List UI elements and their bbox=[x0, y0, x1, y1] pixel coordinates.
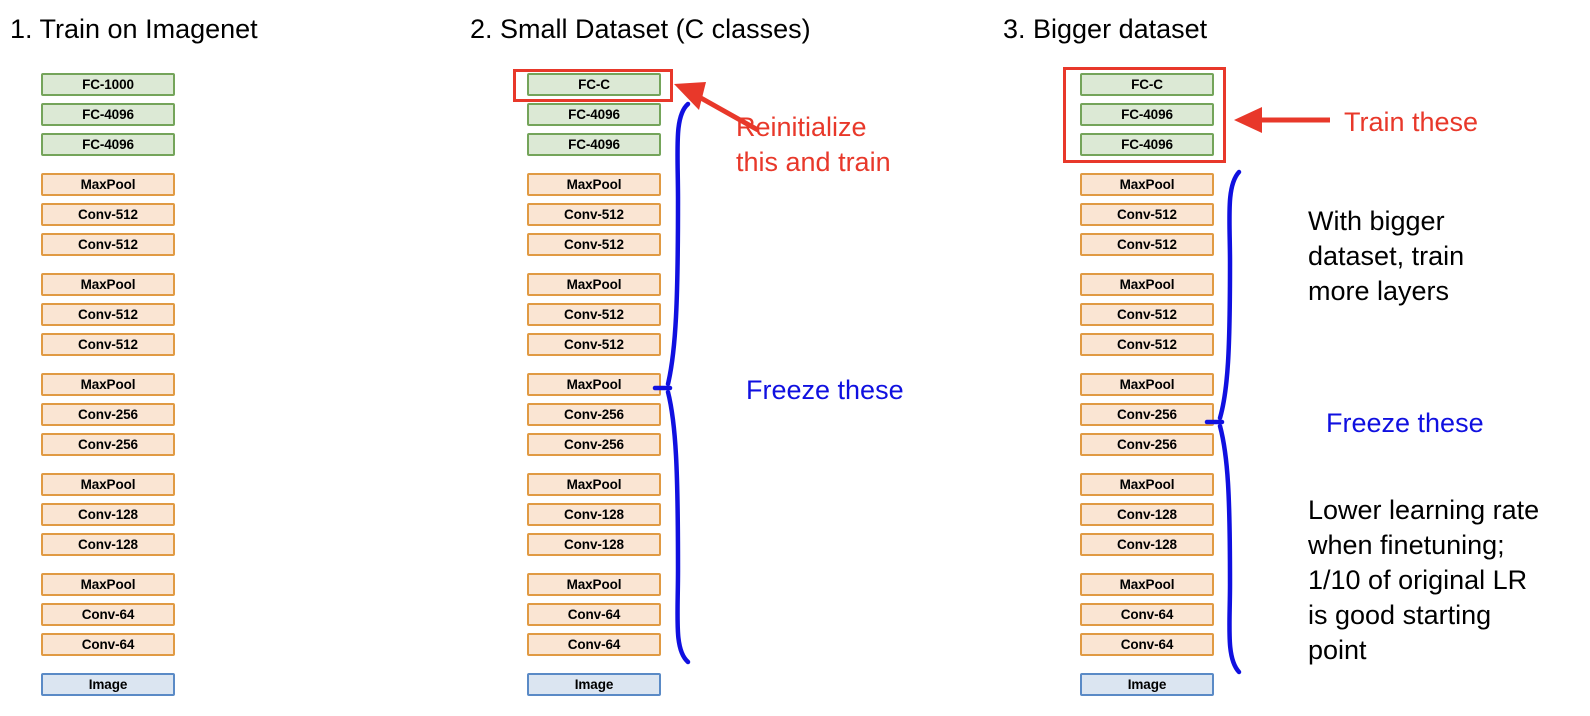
layer-block-image: Image bbox=[1080, 673, 1214, 696]
layer-block-maxpool: MaxPool bbox=[1080, 573, 1214, 596]
layer-block-fc-c: FC-C bbox=[527, 73, 661, 96]
layer-block-maxpool: MaxPool bbox=[527, 273, 661, 296]
layer-block-conv-256: Conv-256 bbox=[1080, 403, 1214, 426]
layer-block-maxpool: MaxPool bbox=[1080, 173, 1214, 196]
layer-block-maxpool: MaxPool bbox=[1080, 373, 1214, 396]
layer-block-conv-128: Conv-128 bbox=[1080, 503, 1214, 526]
layer-block-fc-4096: FC-4096 bbox=[41, 103, 175, 126]
annotation-lower-learning-rate: Lower learning rate when finetuning; 1/1… bbox=[1308, 495, 1540, 666]
layer-block-conv-512: Conv-512 bbox=[1080, 233, 1214, 256]
layer-block-conv-128: Conv-128 bbox=[1080, 533, 1214, 556]
layer-block-conv-512: Conv-512 bbox=[527, 203, 661, 226]
layer-block-maxpool: MaxPool bbox=[41, 273, 175, 296]
layer-block-maxpool: MaxPool bbox=[527, 473, 661, 496]
layer-block-fc-4096: FC-4096 bbox=[41, 133, 175, 156]
layer-block-maxpool: MaxPool bbox=[527, 573, 661, 596]
column-title-bigger-dataset: 3. Bigger dataset bbox=[1003, 14, 1208, 44]
layer-block-conv-64: Conv-64 bbox=[527, 633, 661, 656]
layer-block-conv-128: Conv-128 bbox=[41, 503, 175, 526]
layer-block-maxpool: MaxPool bbox=[527, 173, 661, 196]
layer-block-conv-512: Conv-512 bbox=[527, 303, 661, 326]
layer-block-conv-512: Conv-512 bbox=[527, 233, 661, 256]
layer-block-fc-4096: FC-4096 bbox=[527, 103, 661, 126]
layer-block-conv-64: Conv-64 bbox=[1080, 633, 1214, 656]
annotation-more-layers: With bigger dataset, train more layers bbox=[1308, 206, 1465, 307]
layer-block-conv-512: Conv-512 bbox=[41, 203, 175, 226]
layer-block-maxpool: MaxPool bbox=[1080, 273, 1214, 296]
annotation-train-these: Train these bbox=[1344, 107, 1479, 137]
layer-block-conv-512: Conv-512 bbox=[1080, 203, 1214, 226]
layer-block-maxpool: MaxPool bbox=[41, 573, 175, 596]
layer-block-conv-512: Conv-512 bbox=[41, 233, 175, 256]
annotation-freeze-column-3: Freeze these bbox=[1326, 408, 1484, 438]
layer-block-conv-64: Conv-64 bbox=[41, 603, 175, 626]
layer-block-conv-512: Conv-512 bbox=[1080, 333, 1214, 356]
layer-block-conv-512: Conv-512 bbox=[41, 333, 175, 356]
layer-block-image: Image bbox=[41, 673, 175, 696]
layer-block-conv-256: Conv-256 bbox=[41, 403, 175, 426]
layer-block-conv-256: Conv-256 bbox=[527, 403, 661, 426]
layer-block-conv-512: Conv-512 bbox=[1080, 303, 1214, 326]
layer-block-conv-256: Conv-256 bbox=[527, 433, 661, 456]
layer-block-image: Image bbox=[527, 673, 661, 696]
column-title-small-dataset: 2. Small Dataset (C classes) bbox=[470, 14, 811, 44]
layer-block-conv-64: Conv-64 bbox=[1080, 603, 1214, 626]
annotation-freeze-column-2: Freeze these bbox=[746, 375, 904, 405]
layer-block-conv-128: Conv-128 bbox=[41, 533, 175, 556]
layer-block-fc-c: FC-C bbox=[1080, 73, 1214, 96]
layer-block-conv-256: Conv-256 bbox=[41, 433, 175, 456]
highlight-box-trainable-layers bbox=[1063, 67, 1226, 163]
train-these-arrow-icon bbox=[1234, 107, 1330, 133]
layer-block-maxpool: MaxPool bbox=[41, 473, 175, 496]
layer-block-maxpool: MaxPool bbox=[1080, 473, 1214, 496]
layer-block-fc-1000: FC-1000 bbox=[41, 73, 175, 96]
layer-block-conv-128: Conv-128 bbox=[527, 503, 661, 526]
layer-block-maxpool: MaxPool bbox=[527, 373, 661, 396]
layer-block-conv-64: Conv-64 bbox=[41, 633, 175, 656]
layer-block-conv-128: Conv-128 bbox=[527, 533, 661, 556]
column-title-train-on-imagenet: 1. Train on Imagenet bbox=[10, 14, 258, 44]
layer-block-conv-512: Conv-512 bbox=[527, 333, 661, 356]
layer-block-fc-4096: FC-4096 bbox=[1080, 133, 1214, 156]
layer-block-conv-64: Conv-64 bbox=[527, 603, 661, 626]
layer-block-conv-512: Conv-512 bbox=[41, 303, 175, 326]
layer-block-conv-256: Conv-256 bbox=[1080, 433, 1214, 456]
layer-block-maxpool: MaxPool bbox=[41, 373, 175, 396]
annotation-reinitialize: Reinitialize this and train bbox=[736, 112, 891, 178]
highlight-box-reinitialized-layer bbox=[513, 69, 673, 102]
layer-block-maxpool: MaxPool bbox=[41, 173, 175, 196]
layer-block-fc-4096: FC-4096 bbox=[1080, 103, 1214, 126]
layer-block-fc-4096: FC-4096 bbox=[527, 133, 661, 156]
